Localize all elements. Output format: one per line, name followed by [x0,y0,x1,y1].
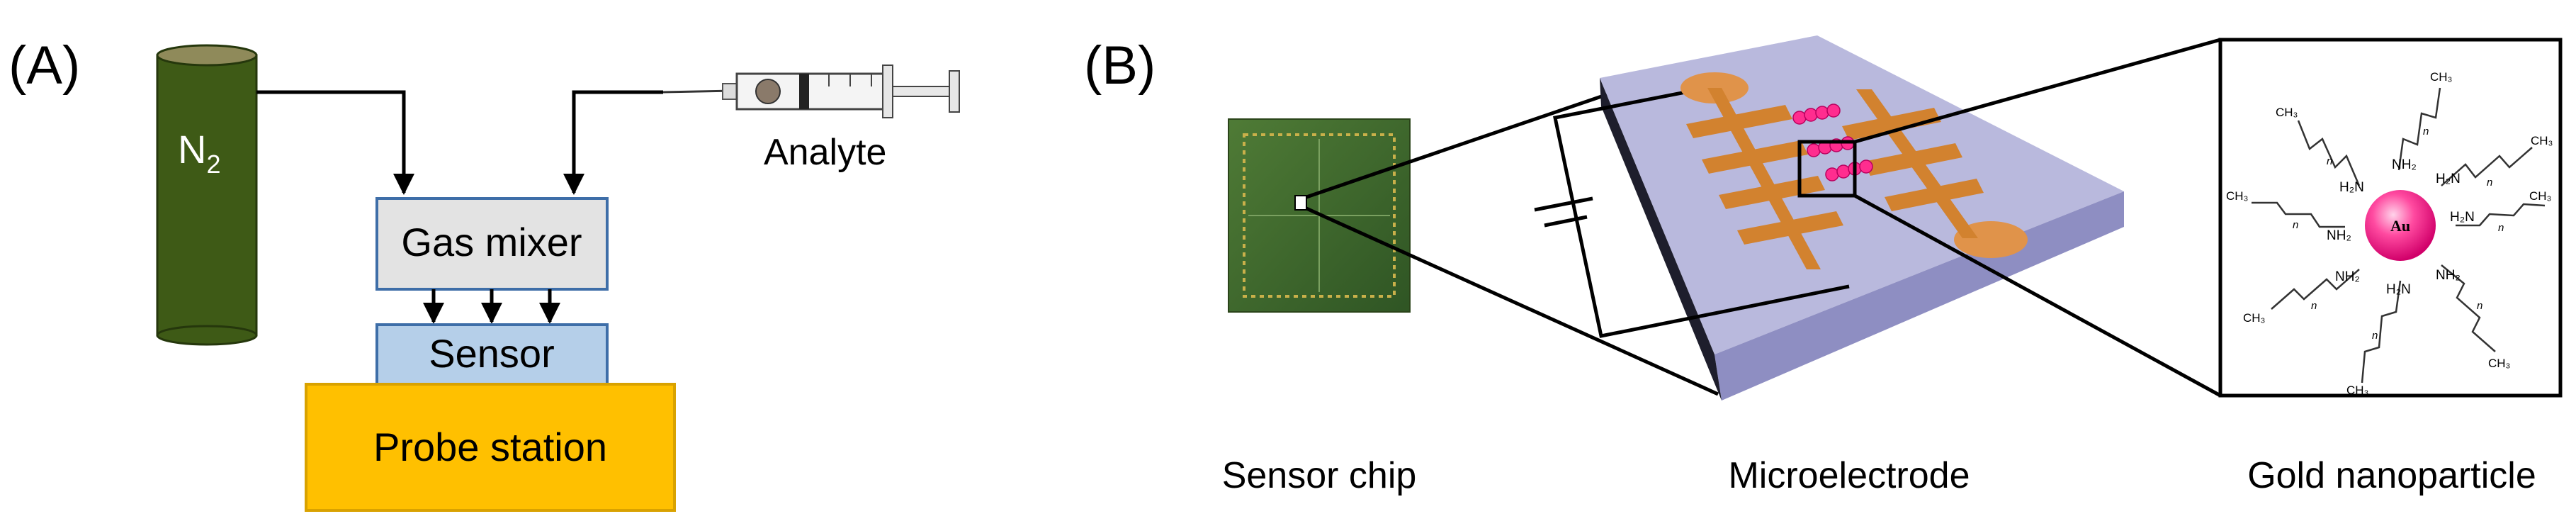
np-2 [1804,108,1818,122]
chip-electrode-marker [1294,195,1307,211]
ligand-chain-1 [2297,120,2361,186]
battery-plate-short [1544,215,1588,228]
amine-label-1: H₂N [2339,180,2364,195]
left-finger-4 [1737,211,1843,245]
interdigitated-electrodes [1680,72,2028,269]
ligand-chain-4 [2456,203,2546,227]
cylinder-top [156,44,258,67]
cylinder-body [156,54,258,337]
amine-label-3: H₂N [2436,172,2461,186]
syringe-hub [722,83,738,100]
gold-core-label: Au [2390,217,2410,235]
np-5 [1807,143,1821,157]
ligand-chain-3 [2441,147,2533,186]
n2-flow-line [256,90,414,195]
subscript-n-2: n [2423,125,2429,138]
amine-label-6: H₂N [2386,282,2411,297]
zoom-line-np-lower [1853,194,2222,398]
ligand-chain-2 [2397,87,2441,171]
methyl-label-3: CH₃ [2531,134,2553,147]
analyte-label: Analyte [764,132,886,173]
cylinder-label: N2 [178,127,220,179]
zoom-line-chip-lower [1305,206,1719,396]
subscript-n-5: n [2477,300,2482,312]
syringe-plunger-seal [799,74,809,109]
caption-gold-nanoparticle: Gold nanoparticle [2247,455,2536,496]
syringe-needle [662,89,734,94]
cylinder-label-main: N [178,127,206,172]
amine-label-5: NH₂ [2436,268,2461,283]
cylinder-bottom [156,325,258,346]
right-finger-2 [1863,143,1962,176]
np-1 [1792,111,1807,125]
substrate-left [1600,78,1722,401]
panel-b: (B) [1084,35,2563,496]
probe-station-box [305,383,676,512]
methyl-label-6: CH₃ [2346,384,2368,397]
cylinder-label-sub: 2 [206,150,220,179]
sensor-label: Sensor [429,331,554,376]
subscript-n-7: n [2311,300,2317,312]
methyl-labels: CH₃ CH₃ CH₃ CH₃ CH₃ CH₃ CH₃ CH₃ [2226,70,2553,397]
syringe-rod [892,86,950,97]
subscript-n-4: n [2498,222,2504,234]
panel-b-label: (B) [1084,35,1156,96]
left-finger-2 [1702,140,1808,174]
methyl-label-2: CH₃ [2430,70,2452,84]
panel-a-label: (A) [9,35,80,96]
zoom-line-chip-upper [1306,90,1615,199]
chip-pad-ring [1243,133,1396,298]
np-9 [1825,167,1839,181]
right-finger-1 [1842,108,1941,140]
subscript-n-6: n [2372,330,2378,342]
gas-mixer-label: Gas mixer [401,220,582,264]
syringe-icon [662,65,960,118]
methyl-label-5: CH₃ [2488,357,2510,370]
caption-microelectrode: Microelectrode [1728,455,1970,496]
subscript-n-1: n [2327,155,2332,167]
zoom-box [1797,140,1857,198]
nitrogen-cylinder: N2 [156,44,258,346]
methyl-label-8: CH₃ [2226,189,2248,203]
subscript-n-8: n [2293,219,2298,231]
syringe-thumb [949,70,960,113]
ligand-chain-6 [2361,280,2402,384]
amine-label-4: H₂N [2450,210,2475,225]
amine-labels: H₂N NH₂ H₂N H₂N NH₂ H₂N NH₂ NH₂ [2327,157,2475,297]
np-10 [1836,164,1851,179]
panel-a: (A) N2 Analyte Gas mixer [9,35,960,512]
np-12 [1859,160,1873,174]
caption-sensor-chip: Sensor chip [1222,455,1417,496]
syringe-sample [755,79,781,104]
methyl-label-1: CH₃ [2276,106,2298,119]
circuit-wire [1553,86,1850,338]
np-4 [1826,103,1841,118]
amine-label-2: NH₂ [2392,157,2417,172]
np-3 [1815,106,1829,120]
zoom-line-np-upper [1854,38,2221,144]
gold-nanoparticle-structure [2252,87,2546,384]
repeat-unit-labels: n n n n n n n n [2293,125,2504,342]
circuit-battery [1534,86,1850,338]
ligand-chain-5 [2441,264,2496,352]
right-finger-3 [1885,179,1984,211]
battery-plate-long [1534,196,1593,212]
methyl-label-7: CH₃ [2243,311,2265,325]
gas-mixer-box [375,197,609,291]
ligand-chain-7 [2271,269,2360,310]
methyl-label-4: CH₃ [2529,189,2551,203]
analyte-flow-line [563,90,663,195]
subscript-n-3: n [2487,177,2492,189]
amine-label-7: NH₂ [2335,269,2360,284]
nanoparticle-chains [1792,103,1873,181]
left-finger-1 [1686,105,1792,138]
probe-station-label: Probe station [373,425,607,469]
gold-core [2365,190,2436,261]
syringe-flange [882,65,893,118]
amine-label-8: NH₂ [2327,228,2351,243]
ligand-chain-8 [2252,201,2345,228]
